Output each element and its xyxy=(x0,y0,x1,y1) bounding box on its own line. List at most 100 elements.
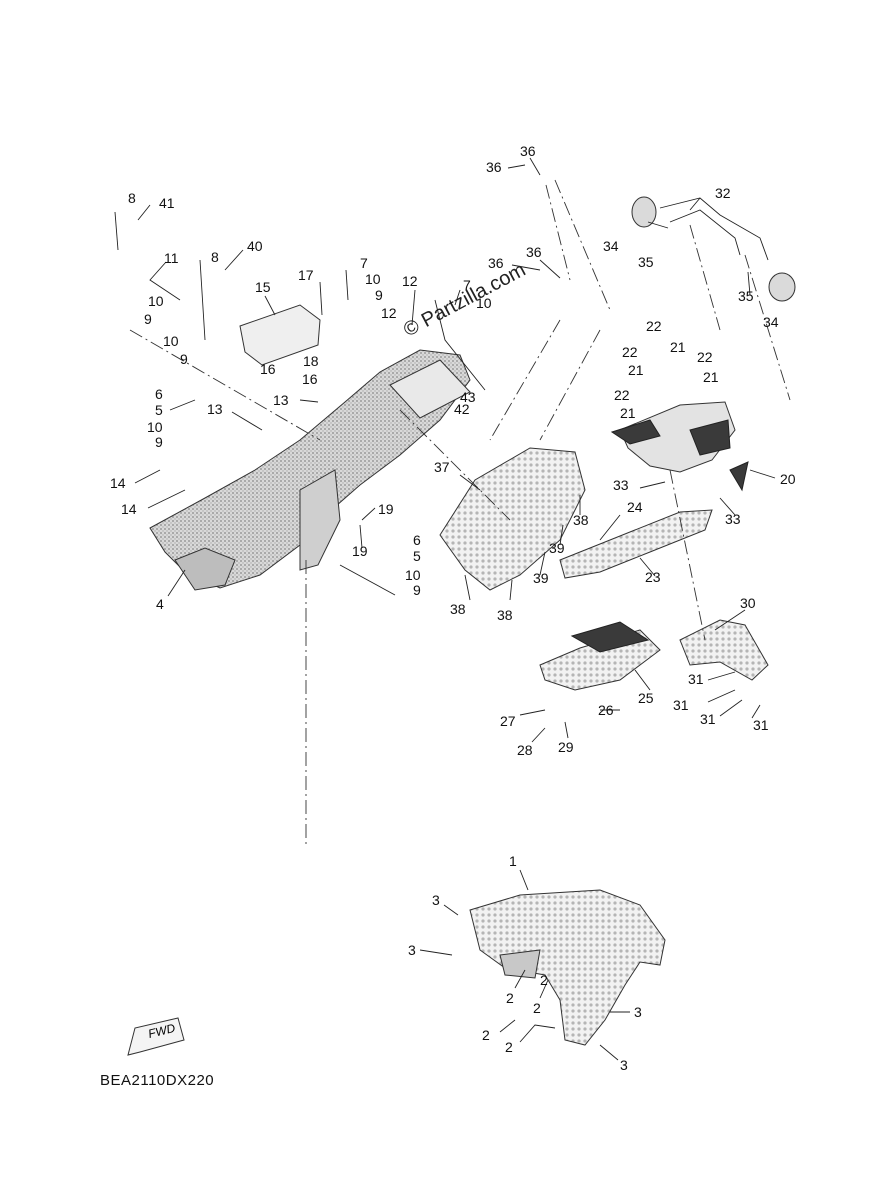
license-bracket-part xyxy=(539,621,661,691)
rear-frame-part xyxy=(149,349,471,591)
callout-label: 32 xyxy=(715,185,731,201)
callout-label: 13 xyxy=(207,401,223,417)
mudguard-part xyxy=(679,619,769,681)
callout-label: 14 xyxy=(121,501,137,517)
callout-label: 8 xyxy=(128,190,136,206)
callout-label: 2 xyxy=(482,1027,490,1043)
callout-label: 2 xyxy=(533,1000,541,1016)
callout-label: 39 xyxy=(533,570,549,586)
callout-label: 16 xyxy=(302,371,318,387)
callout-label: 39 xyxy=(549,540,565,556)
rear-fender-part xyxy=(469,889,666,1046)
plate-part xyxy=(389,359,471,419)
callout-label: 38 xyxy=(450,601,466,617)
callout-label: 2 xyxy=(505,1039,513,1055)
callout-label: 15 xyxy=(255,279,271,295)
diagram-code: BEA2110DX220 xyxy=(100,1072,215,1089)
fwd-label: FWD xyxy=(128,1020,177,1042)
callout-label: 7 xyxy=(463,277,471,293)
callout-label: 5 xyxy=(413,548,421,564)
callout-label: 21 xyxy=(628,362,644,378)
bracket-part xyxy=(239,304,321,366)
callout-label: 33 xyxy=(613,477,629,493)
callout-label: 21 xyxy=(703,369,719,385)
callout-label: 36 xyxy=(488,255,504,271)
callout-label: 43 xyxy=(460,389,476,405)
callout-label: 6 xyxy=(155,386,163,402)
callout-label: 36 xyxy=(526,244,542,260)
leader-lines xyxy=(114,157,776,1061)
callout-label: 33 xyxy=(725,511,741,527)
callout-label: 42 xyxy=(454,401,470,417)
callout-label: 10 xyxy=(148,293,164,309)
callout-label: 21 xyxy=(620,405,636,421)
callout-label: 22 xyxy=(697,349,713,365)
callout-label: 37 xyxy=(434,459,450,475)
tail-housing-part xyxy=(610,401,749,492)
callout-label: 30 xyxy=(740,595,756,611)
fwd-arrow xyxy=(127,1017,185,1056)
callout-label: 22 xyxy=(614,387,630,403)
callout-label: 10 xyxy=(163,333,179,349)
callout-label: 31 xyxy=(673,697,689,713)
callout-label: 41 xyxy=(159,195,175,211)
callout-labels: 1 2 2 2 2 2 3 3 3 3 4 5 5 6 6 7 7 8 8 9 … xyxy=(110,143,796,1073)
callout-label: 1 xyxy=(509,853,517,869)
callout-label: 36 xyxy=(486,159,502,175)
callout-label: 10 xyxy=(405,567,421,583)
callout-label: 31 xyxy=(688,671,704,687)
callout-label: 40 xyxy=(247,238,263,254)
callout-label: 31 xyxy=(700,711,716,727)
callout-label: 11 xyxy=(164,250,179,266)
callout-label: 10 xyxy=(365,271,381,287)
callout-label: 7 xyxy=(360,255,368,271)
callout-label: 19 xyxy=(378,501,394,517)
callout-label: 16 xyxy=(260,361,276,377)
callout-label: 20 xyxy=(780,471,796,487)
callout-label: 10 xyxy=(476,295,492,311)
callout-label: 3 xyxy=(432,892,440,908)
callout-label: 5 xyxy=(155,402,163,418)
callout-label: 34 xyxy=(603,238,619,254)
callout-label: 9 xyxy=(375,287,383,303)
callout-label: 3 xyxy=(408,942,416,958)
callout-label: 9 xyxy=(180,351,188,367)
turn-signal-part xyxy=(631,196,796,302)
callout-label: 31 xyxy=(753,717,769,733)
callout-label: 9 xyxy=(155,434,163,450)
callout-label: 21 xyxy=(670,339,686,355)
callout-label: 3 xyxy=(634,1004,642,1020)
callout-label: 35 xyxy=(738,288,754,304)
callout-label: 14 xyxy=(110,475,126,491)
callout-label: 28 xyxy=(517,742,533,758)
callout-label: 38 xyxy=(497,607,513,623)
callout-label: 36 xyxy=(520,143,536,159)
callout-label: 17 xyxy=(298,267,314,283)
callout-label: 38 xyxy=(573,512,589,528)
callout-label: 10 xyxy=(147,419,163,435)
callout-label: 2 xyxy=(540,972,548,988)
callout-label: 9 xyxy=(413,582,421,598)
inner-fender-part xyxy=(439,447,586,591)
callout-label: 34 xyxy=(763,314,779,330)
callout-label: 18 xyxy=(303,353,319,369)
callout-label: 12 xyxy=(381,305,397,321)
callout-label: 9 xyxy=(144,311,152,327)
callout-label: 26 xyxy=(598,702,614,718)
fwd-text: FWD xyxy=(146,1020,177,1042)
callout-label: 3 xyxy=(620,1057,628,1073)
callout-label: 19 xyxy=(352,543,368,559)
callout-label: 25 xyxy=(638,690,654,706)
callout-label: 23 xyxy=(645,569,661,585)
callout-label: 12 xyxy=(402,273,418,289)
callout-label: 6 xyxy=(413,532,421,548)
callout-label: 24 xyxy=(627,499,643,515)
rear-panel-part xyxy=(559,509,713,579)
callout-label: 22 xyxy=(646,318,662,334)
callout-label: 29 xyxy=(558,739,574,755)
callout-label: 22 xyxy=(622,344,638,360)
callout-label: 27 xyxy=(500,713,516,729)
callout-label: 35 xyxy=(638,254,654,270)
assembly-lines xyxy=(129,179,791,845)
